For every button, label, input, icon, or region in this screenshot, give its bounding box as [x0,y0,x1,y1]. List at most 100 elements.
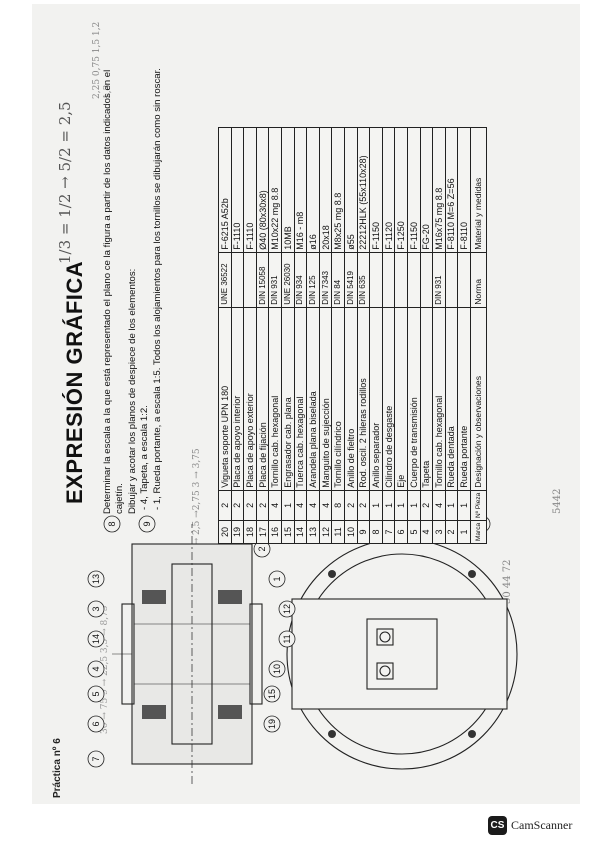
cell-mark: 1 [457,520,471,544]
svg-text:11: 11 [282,634,292,643]
cell-mark: 5 [407,520,420,544]
svg-text:19: 19 [267,719,277,729]
cell-norm [420,252,433,308]
callout-19: 19 [263,715,281,733]
cell-norm: DIN 84 [331,252,345,308]
cell-norm: DIN 15058 [256,252,269,308]
cell-qty: 2 [243,490,257,521]
instruction-item-1: - 4, Tapeta, a escala 1:2. [139,405,151,510]
cell-mark: 13 [306,520,320,544]
callout-5: 5 [87,685,105,703]
cell-qty: 8 [331,490,345,521]
callout-6: 6 [87,715,105,733]
cell-norm: DIN 934 [294,252,307,308]
cell-material: 20x18 [319,127,332,253]
svg-text:4: 4 [91,666,101,671]
svg-text:7: 7 [91,756,101,761]
cell-norm [457,252,471,308]
svg-text:5: 5 [91,691,101,696]
cell-material: ø55 [344,127,358,253]
cell-material: F-1150 [407,127,420,253]
instructions: Determinar la escala a la que está repre… [102,44,164,514]
camscanner-logo: CS [488,816,507,835]
cell-mark: 18 [243,520,257,544]
cell-description: Tornillo cab. hexagonal [268,307,282,491]
cell-norm [445,252,458,308]
cell-mark: 6 [394,520,408,544]
cell-mark: 7 [382,520,395,544]
cell-material: F-1250 [394,127,408,253]
cell-norm: DIN 7343 [319,252,332,308]
cell-mark: 15 [281,520,295,544]
cell-norm [231,252,244,308]
handwritten-fraction: 1/3 = 1/2 → 5/2 = 2,5 [56,101,74,264]
cell-qty: 4 [294,490,307,521]
cell-qty: 4 [306,490,320,521]
cell-mark: 9 [357,520,370,544]
cell-qty: 1 [382,490,395,521]
cell-material: M16x75 mg 8.8 [432,127,446,253]
cell-mark: 17 [256,520,269,544]
callout-8: 8 [103,515,121,533]
callout-3: 3 [87,600,105,618]
cell-description: Eje [394,307,408,491]
practice-label: Práctica nº 6 [52,738,63,798]
beam-bottom [249,603,263,705]
cell-norm [243,252,257,308]
cell-mark: 19 [231,520,244,544]
svg-text:1: 1 [272,576,282,581]
cell-norm: DIN 5419 [344,252,358,308]
svg-text:8: 8 [107,521,117,526]
cell-qty: 2 [344,490,358,521]
cell-qty: 2 [357,490,370,521]
callout-12: 12 [278,600,296,618]
cell-norm [382,252,395,308]
instruction-line-1: Determinar la escala a la que está repre… [102,69,126,514]
cell-qty: 1 [281,490,295,521]
header-material: Material y medidas [470,127,487,253]
instruction-item-2: - 1, Rueda portante, a escala 1:5. Todos… [151,68,163,510]
cell-description: Anillo separador [369,307,383,491]
cell-norm: DIN 635 [357,252,370,308]
callout-9: 9 [138,515,156,533]
cell-description: Engrasador cab. plana [281,307,295,491]
callout-10: 10 [268,660,286,678]
cell-norm [369,252,383,308]
cell-material: F-6215 A52b [218,127,232,253]
cell-mark: 14 [294,520,307,544]
cell-mark: 2 [445,520,458,544]
cell-material: 22212HLK (55x110x28) [357,127,370,253]
cell-material: F-1120 [382,127,395,253]
svg-text:9: 9 [142,521,152,526]
cell-qty: 2 [256,490,269,521]
cell-mark: 8 [369,520,383,544]
cell-mark: 3 [432,520,446,544]
cell-description: Rueda portante [457,307,471,491]
cell-qty: 2 [231,490,244,521]
cell-norm: DIN 931 [432,252,446,308]
cell-material: F-1110 [231,127,244,253]
svg-text:3: 3 [91,606,101,611]
cell-material: F-1110 [243,127,257,253]
cell-qty: 1 [457,490,471,521]
cell-qty: 4 [268,490,282,521]
cell-mark: 16 [268,520,282,544]
fixing-plate [366,618,438,690]
svg-text:14: 14 [91,634,101,644]
support-beam-front [291,598,508,710]
